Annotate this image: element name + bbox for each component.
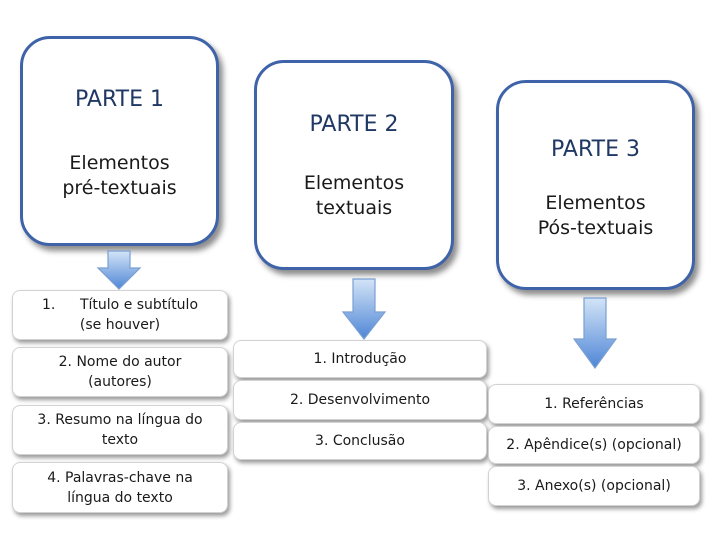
part-3-subtitle: Elementos Pós-textuais: [537, 192, 654, 239]
list-item: 1. Referências: [488, 384, 700, 424]
part-2-subtitle: Elementos textuais: [303, 172, 405, 219]
part-1-subtitle: Elementos pré-textuais: [62, 152, 177, 199]
list-item: 1. Título e subtítulo (se houver): [12, 290, 228, 340]
item-text: Título e subtítulo (se houver): [79, 297, 199, 333]
part-1-box: PARTE 1 Elementos pré-textuais: [20, 36, 219, 246]
list-item: 3. Anexo(s) (opcional): [488, 466, 700, 506]
part-3-title: PARTE 3: [551, 137, 640, 162]
list-item: 2. Desenvolvimento: [233, 380, 487, 420]
part-2-box: PARTE 2 Elementos textuais: [254, 60, 454, 270]
part-1-title: PARTE 1: [75, 87, 164, 112]
list-item: 4. Palavras-chave na língua do texto: [12, 462, 228, 513]
part-3-box: PARTE 3 Elementos Pós-textuais: [496, 80, 695, 290]
list-item: 2. Apêndice(s) (opcional): [488, 426, 700, 464]
list-item: 1. Introdução: [233, 340, 487, 378]
down-arrow-icon: [96, 250, 142, 290]
item-number: 1.: [41, 297, 56, 313]
list-item: 3. Resumo na língua do texto: [12, 405, 228, 455]
list-item: 3. Conclusão: [233, 422, 487, 460]
list-item: 2. Nome do autor (autores): [12, 347, 228, 397]
down-arrow-icon: [572, 297, 618, 369]
part-2-title: PARTE 2: [309, 112, 399, 137]
down-arrow-icon: [341, 278, 387, 340]
